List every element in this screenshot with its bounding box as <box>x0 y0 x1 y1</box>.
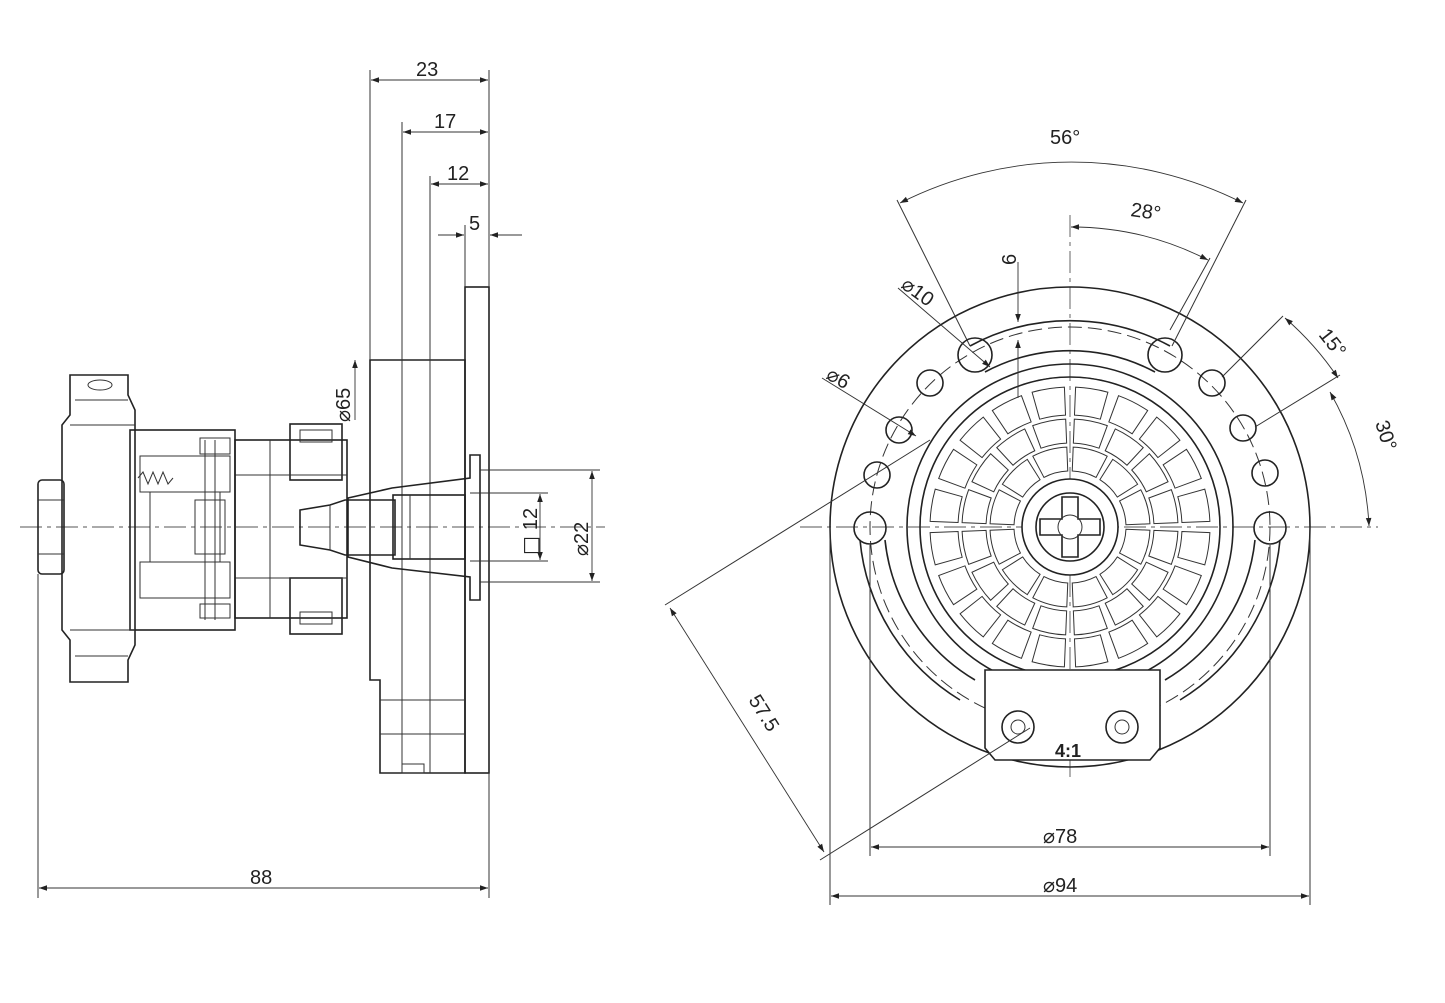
cover-grid-cell <box>991 619 1032 659</box>
hex-nut <box>37 479 65 575</box>
bolt-circle <box>869 326 1271 728</box>
cover-grid-cell <box>1104 588 1144 626</box>
cover-grid-cell <box>938 565 978 606</box>
cover-grid-cell <box>1148 529 1179 565</box>
bolt-hole-1 <box>916 369 944 397</box>
housing-block <box>369 359 466 774</box>
cover-grid-cell <box>1162 565 1202 606</box>
cover-grid-cell <box>1032 446 1069 479</box>
handwheel <box>61 374 136 683</box>
cover-grid-cell <box>1104 428 1144 466</box>
cover-grid-cell <box>961 489 992 525</box>
cover-grid-cell <box>1031 634 1067 668</box>
cover-grid-cell <box>1108 395 1149 435</box>
cover-grid-cell <box>961 529 992 565</box>
arc-slot-bottom <box>859 539 976 701</box>
cover-grid-cell <box>959 416 1002 459</box>
cover-grid-cell <box>1099 458 1139 498</box>
bolt-hole-5 <box>1229 414 1257 442</box>
actuator-lug-bottom <box>289 577 343 635</box>
cover-grid-cell <box>929 488 963 524</box>
cover-grid-cell <box>971 561 1009 601</box>
actuator-lug-top <box>289 423 343 481</box>
cover-grid-cell <box>1072 605 1108 636</box>
dim-17-label: 17 <box>434 111 456 133</box>
cover-grid-cell <box>1073 634 1109 668</box>
cover-grid-cell <box>1031 386 1067 420</box>
cover-grid-cell <box>1001 556 1041 596</box>
mounting-plate <box>464 286 490 774</box>
cover-grid-cell <box>1099 556 1139 596</box>
arc-slot-top <box>969 319 1171 373</box>
cover-grid-cell <box>1001 458 1041 498</box>
dim-dia-65-label: ⌀65 <box>331 388 355 422</box>
gear-section <box>129 429 236 631</box>
cover-grid-cell <box>1118 528 1151 565</box>
tab-hole-left <box>1001 710 1035 744</box>
bolt-hole-6 <box>1251 459 1279 487</box>
angle-28-label: 28° <box>1129 199 1162 225</box>
dim-12-label: 12 <box>447 163 469 185</box>
cover-grid-cell <box>1032 418 1068 449</box>
bolt-hole-3 <box>863 461 891 489</box>
hub-inner <box>1035 492 1105 562</box>
square-drive <box>392 494 466 560</box>
drive-shaft <box>299 499 396 556</box>
cover-grid-cell <box>1131 561 1169 601</box>
cover-grid-cell <box>1071 446 1108 479</box>
bottom-tab <box>984 669 1161 761</box>
angle-30-label: 30° <box>1370 418 1400 454</box>
cover-grid-cell <box>1108 619 1149 659</box>
spring-coil <box>137 470 174 486</box>
cover-grid-cell <box>1138 416 1181 459</box>
bolt-hole-4 <box>1198 369 1226 397</box>
cover-grid <box>929 386 1211 668</box>
cover-grid-cell <box>1118 489 1151 526</box>
cover-grid-cell <box>938 448 978 489</box>
angle-56-label: 56° <box>1050 127 1080 149</box>
dim-57-5-label: 57.5 <box>744 691 783 736</box>
cover-grid-cell <box>929 530 963 566</box>
cover-grid-cell <box>1131 453 1169 493</box>
dim-5-label: 5 <box>469 213 480 235</box>
cover-grid-cell <box>996 428 1036 466</box>
cover-grid-cell <box>959 595 1002 638</box>
angle-15-label: 15° <box>1314 325 1350 362</box>
cover-grid-cell <box>1148 489 1179 525</box>
tab-hole-right <box>1105 710 1139 744</box>
front-view: 4:1 56° 28° 15° 30° 6 ⌀10 ⌀6 <box>664 127 1401 905</box>
cover-grid-cell <box>1032 575 1069 608</box>
bolt-hole-2 <box>885 416 913 444</box>
cross-drive <box>1039 496 1101 558</box>
dim-dia-6-label: ⌀6 <box>823 362 855 394</box>
cover-grid-cell <box>991 395 1032 435</box>
dim-23-label: 23 <box>416 59 438 81</box>
cover-grid-cell <box>1138 595 1181 638</box>
cover-grid-cell <box>1162 448 1202 489</box>
arc-slot-bottom-right <box>1164 539 1281 701</box>
handwheel-hole <box>87 379 113 391</box>
cover-grid-cell <box>1177 530 1211 566</box>
side-view: 23 17 12 5 ⌀65 □12 ⌀22 88 <box>20 59 605 898</box>
cover-grid-cell <box>989 489 1022 526</box>
ratio-label: 4:1 <box>1055 741 1081 761</box>
cover-grid-cell <box>989 528 1022 565</box>
dim-square-12-label: □12 <box>518 508 542 555</box>
cover-grid-cell <box>1073 386 1109 420</box>
cover-grid-cell <box>1032 605 1068 636</box>
dim-6-top-label: 6 <box>999 254 1021 265</box>
dim-88-label: 88 <box>250 867 272 889</box>
cover-grid-cell <box>1072 418 1108 449</box>
cover-grid-cell <box>996 588 1036 626</box>
cover-grid-cell <box>1177 488 1211 524</box>
dim-dia-22-label: ⌀22 <box>569 522 593 556</box>
dim-dia-78-label: ⌀78 <box>1043 824 1077 848</box>
shaft-boss <box>347 454 481 601</box>
dim-dia-10-label: ⌀10 <box>897 272 939 312</box>
cover-grid-cell <box>971 453 1009 493</box>
dim-dia-94-label: ⌀94 <box>1043 873 1077 897</box>
cover-grid-cell <box>1071 575 1108 608</box>
